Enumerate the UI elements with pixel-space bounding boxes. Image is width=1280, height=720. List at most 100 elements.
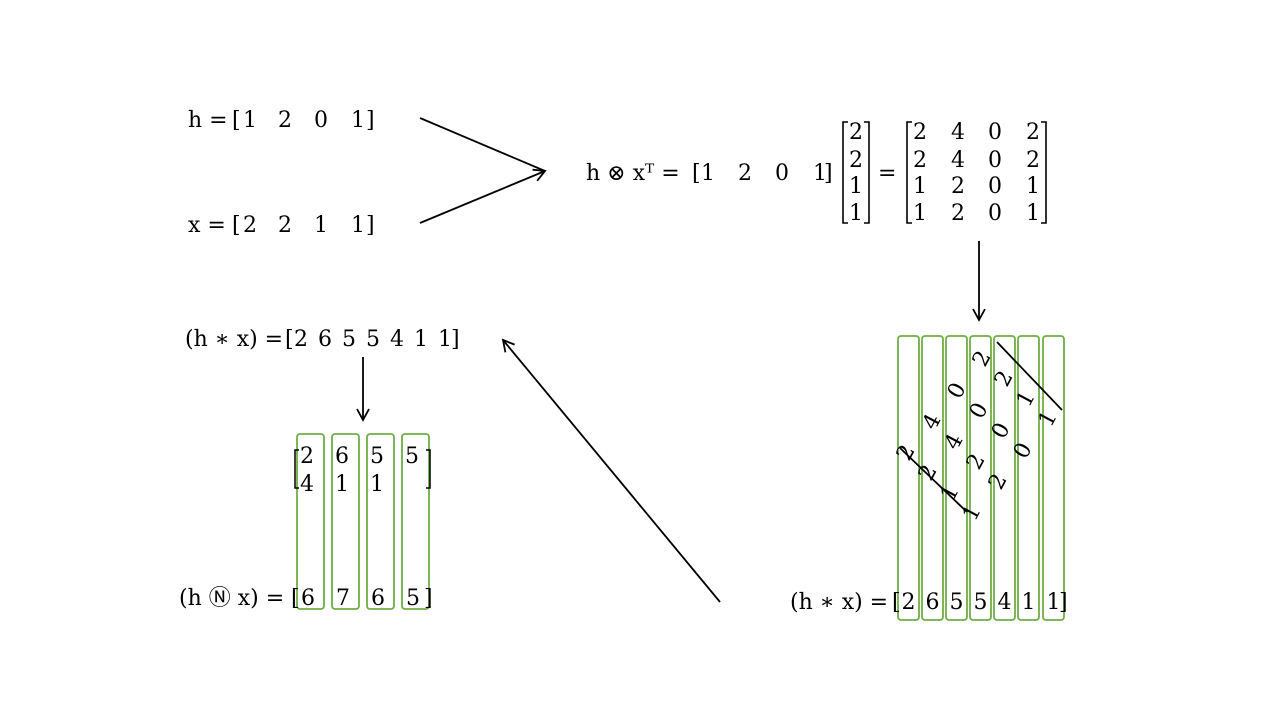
diagonal-column-boxes: [897, 335, 1065, 621]
circular-wrap-entry: 4: [300, 472, 314, 497]
outer-h-entry: 1: [813, 161, 827, 186]
diagonal-column-box: [1042, 335, 1065, 621]
outer-matrix-entry: 0: [988, 174, 1002, 199]
diagonal-column-box: [945, 335, 968, 621]
circular-top-entry: 5: [405, 444, 419, 469]
x-entry: 2: [243, 213, 257, 238]
outer-matrix-entry: 4: [951, 120, 965, 145]
outer-matrix-entry: 0: [988, 148, 1002, 173]
outer-matrix-entry: 1: [913, 201, 927, 226]
outer-matrix-entry: 2: [1026, 120, 1040, 145]
svg-text:[: [: [291, 586, 300, 611]
x-entry: 2: [278, 213, 292, 238]
outer-equals-sign: =: [878, 161, 896, 186]
convolution-result-entry: 4: [390, 327, 404, 352]
diagonal-entry: 0: [1009, 439, 1038, 463]
convolution-result-entry: 1: [1047, 590, 1061, 615]
svg-text:]: ]: [824, 161, 833, 186]
convolution-result-entry: 5: [342, 327, 356, 352]
outer-matrix-entry: 1: [1026, 201, 1040, 226]
convolution-result-label-right: (h ∗ x) =: [790, 590, 888, 615]
svg-text:]: ]: [366, 108, 375, 133]
convolution-result-entry: 5: [366, 327, 380, 352]
svg-text:]: ]: [424, 586, 433, 611]
x-column-entry: 1: [849, 174, 863, 199]
convolution-result-entry: 1: [414, 327, 428, 352]
outer-matrix-entry: 2: [951, 174, 965, 199]
diagonal-entry: 2: [968, 347, 997, 371]
diagonal-column-box: [969, 335, 992, 621]
diagonal-entry: 2: [984, 470, 1013, 494]
diagonal-entry: 1: [936, 481, 965, 505]
convolution-result-entry: 1: [1022, 590, 1036, 615]
circular-top-entry: 5: [370, 444, 384, 469]
svg-text:]: ]: [1059, 590, 1068, 615]
circular-column-box: [296, 433, 325, 610]
circular-convolution-label: (h Ⓝ x) =: [179, 586, 284, 611]
arrow-x-to-outer: [419, 168, 547, 224]
circular-column-boxes: [296, 433, 430, 610]
arrow-h-to-outer: [419, 117, 546, 172]
circular-result-entry: 6: [371, 586, 385, 611]
diagonal-entry: 2: [892, 441, 921, 465]
svg-text:]: ]: [366, 213, 375, 238]
arrow-result-to-left: [501, 338, 721, 603]
x-column-entry: 2: [849, 148, 863, 173]
convolution-result-entry: 6: [318, 327, 332, 352]
h-entry: 1: [351, 108, 365, 133]
x-column-entry: 1: [849, 201, 863, 226]
convolution-result-label-left: (h ∗ x) =: [185, 327, 283, 352]
convolution-result-entry: 2: [902, 590, 916, 615]
convolution-result-entry: 1: [438, 327, 452, 352]
h-entry: 2: [278, 108, 292, 133]
convolution-result-entry: 4: [998, 590, 1012, 615]
outer-matrix-entry: 2: [951, 201, 965, 226]
circular-result-entry: 6: [301, 586, 315, 611]
convolution-result-entry: 5: [950, 590, 964, 615]
circular-top-entry: 6: [335, 444, 349, 469]
diagonal-column-box: [993, 335, 1016, 621]
outer-matrix-entry: 2: [1026, 148, 1040, 173]
svg-text:]: ]: [451, 327, 460, 352]
x-entry: 1: [314, 213, 328, 238]
outer-matrix-entry: 0: [988, 120, 1002, 145]
x-vector-label: x =: [188, 213, 226, 238]
circular-column-box: [366, 433, 395, 610]
convolution-result-entry: 5: [974, 590, 988, 615]
diagonal-column-box: [897, 335, 920, 621]
circular-wrap-entry: 1: [335, 472, 349, 497]
circular-result-entry: 7: [336, 586, 350, 611]
outer-h-entry: 0: [775, 161, 789, 186]
outer-matrix-entry: 1: [913, 174, 927, 199]
outer-matrix-entry: 0: [988, 201, 1002, 226]
svg-text:[: [: [232, 213, 241, 238]
outer-matrix-entry: 1: [1026, 174, 1040, 199]
x-column-entry: 2: [849, 120, 863, 145]
diagonal-line-bottom: [899, 447, 968, 513]
x-entry: 1: [351, 213, 365, 238]
outer-h-entry: 2: [738, 161, 752, 186]
circular-wrap-entry: 1: [370, 472, 384, 497]
h-vector-label: h =: [188, 108, 228, 133]
circular-top-entry: 2: [300, 444, 314, 469]
h-entry: 0: [314, 108, 328, 133]
diagonal-column-box: [921, 335, 944, 621]
h-entry: 1: [243, 108, 257, 133]
